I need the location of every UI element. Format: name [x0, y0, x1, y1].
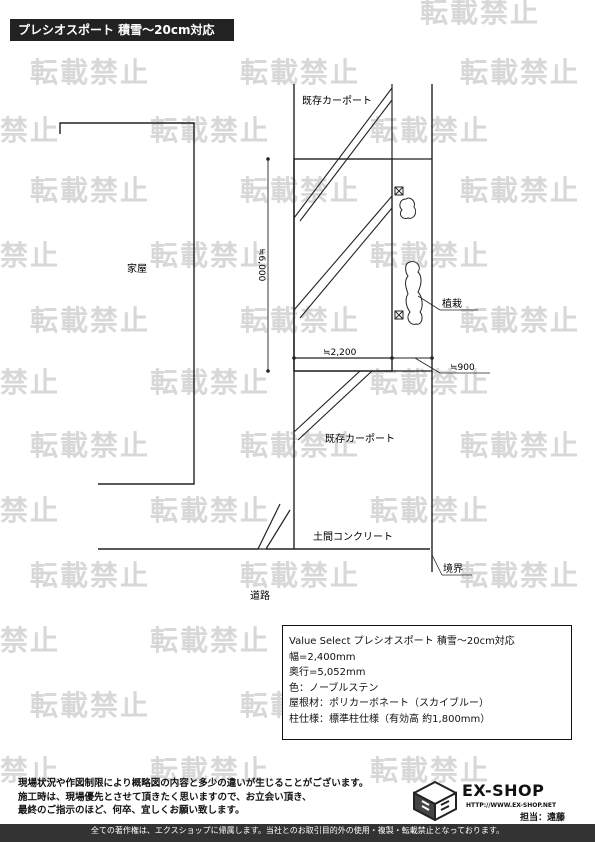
watermark-text: 転載禁止	[240, 56, 360, 89]
gap-leader	[414, 357, 441, 374]
planting-shrub	[405, 261, 423, 325]
dim-dot	[266, 369, 270, 373]
planting-leader	[417, 295, 441, 311]
note-line: 施工時は、現場優先とさせて頂きたく思いますので、お立会い頂き、	[18, 791, 312, 803]
watermark-text: 転載禁止	[30, 174, 150, 207]
notes: 現場状況や作図制限により概略図の内容と多少の違いが生じることがございます。 施工…	[18, 777, 368, 818]
watermark-text: 転載禁止	[420, 0, 540, 29]
watermark-text: 転載禁止	[150, 754, 270, 787]
spec-line: 屋根材：ポリカーボネート（スカイブルー）	[289, 698, 489, 709]
watermark-text: 転載禁止	[240, 174, 360, 207]
spec-line: Value Select プレシオスポート 積雪～20cm対応	[289, 636, 515, 647]
watermark-text: 転載禁止	[30, 559, 150, 592]
boundary-leader	[431, 554, 443, 576]
watermark-text: 転載禁止	[150, 366, 270, 399]
watermark-text: 転載禁止	[0, 366, 60, 399]
watermark-text: 転載禁止	[150, 239, 270, 272]
carport-lower-diag	[297, 370, 373, 441]
watermark-text: 転載禁止	[30, 689, 150, 722]
watermark-text: 転載禁止	[150, 494, 270, 527]
width-dimension-label: ≒2,200	[323, 348, 357, 358]
planting-shrub	[399, 197, 417, 219]
spec-line: 色：ノーブルステン	[289, 682, 379, 694]
title-badge: プレシオスポート 積雪～20cm対応	[10, 19, 234, 41]
carport-top-label: 既存カーポート	[302, 94, 372, 107]
brand-name: EX-SHOP	[462, 781, 545, 800]
concrete-label: 土間コンクリート	[313, 530, 393, 543]
planting-label: 植栽	[442, 297, 462, 310]
carport-diag	[299, 207, 393, 319]
carport-post	[394, 310, 404, 320]
watermark-text: 転載禁止	[460, 429, 580, 462]
watermark-text: 転載禁止	[240, 429, 360, 462]
watermark-text: 転載禁止	[150, 624, 270, 657]
dim-dot	[430, 356, 434, 360]
house-outline	[59, 122, 195, 485]
watermark-text: 転載禁止	[30, 429, 150, 462]
watermark-text: 転載禁止	[30, 56, 150, 89]
note-line: 最終のご指示のほど、何卒、宜しくお願い致します。	[18, 805, 245, 816]
depth-dimension-label: ≒6,000	[256, 248, 266, 282]
watermark-text: 転載禁止	[370, 114, 490, 147]
contact-person: 担当：遠藤	[520, 813, 566, 823]
dim-dot	[266, 157, 270, 161]
watermark-text: 転載禁止	[0, 754, 60, 787]
copyright-footer: 全ての著作権は、エクスショップに帰属します。当社とのお取引目的外の使用・複製・転…	[0, 824, 595, 842]
carport-post	[394, 186, 404, 196]
dim-dot	[292, 356, 296, 360]
watermark-text: 転載禁止	[240, 304, 360, 337]
watermark-text: 転載禁止	[370, 494, 490, 527]
gap-dimension-label: ≒900	[450, 363, 475, 373]
boundary-label: 境界	[443, 562, 463, 575]
watermark-text: 転載禁止	[370, 754, 490, 787]
spec-line: 幅=2,400mm	[289, 651, 356, 663]
house-label: 家屋	[127, 262, 147, 275]
watermark-text: 転載禁止	[0, 624, 60, 657]
spec-line: 奥行=5,052mm	[289, 667, 366, 678]
watermark-text: 転載禁止	[370, 239, 490, 272]
watermark-text: 転載禁止	[0, 494, 60, 527]
carport-upper-diag	[293, 87, 393, 219]
carport-upper-diag	[299, 99, 393, 222]
road-label: 道路	[250, 589, 270, 602]
ex-shop-logo-icon	[413, 781, 457, 821]
watermark-text: 転載禁止	[460, 559, 580, 592]
carport-lower-diag	[293, 370, 361, 433]
watermark-text: 転載禁止	[460, 174, 580, 207]
watermark-text: 転載禁止	[0, 114, 60, 147]
watermark-text: 転載禁止	[460, 304, 580, 337]
watermark-text: 転載禁止	[30, 304, 150, 337]
watermark-text: 転載禁止	[0, 239, 60, 272]
watermark-text: 転載禁止	[150, 114, 270, 147]
spec-box: Value Select プレシオスポート 積雪～20cm対応 幅=2,400m…	[282, 625, 572, 740]
note-line: 現場状況や作図制限により概略図の内容と多少の違いが生じることがございます。	[18, 778, 369, 789]
spec-line: 柱仕様：標準柱仕様（有効高 約1,800mm）	[289, 713, 491, 725]
brand-url: HTTP://WWW.EX-SHOP.NET	[466, 802, 557, 809]
watermark-text: 転載禁止	[240, 559, 360, 592]
watermark-text: 転載禁止	[460, 56, 580, 89]
carport-diag	[293, 195, 393, 311]
carport-bottom-label: 既存カーポート	[325, 432, 395, 445]
entry-slant	[257, 503, 291, 550]
watermark-layer: 転載禁止 転載禁止 転載禁止 転載禁止 転載禁止 転載禁止 転載禁止 転載禁止 …	[0, 0, 580, 787]
